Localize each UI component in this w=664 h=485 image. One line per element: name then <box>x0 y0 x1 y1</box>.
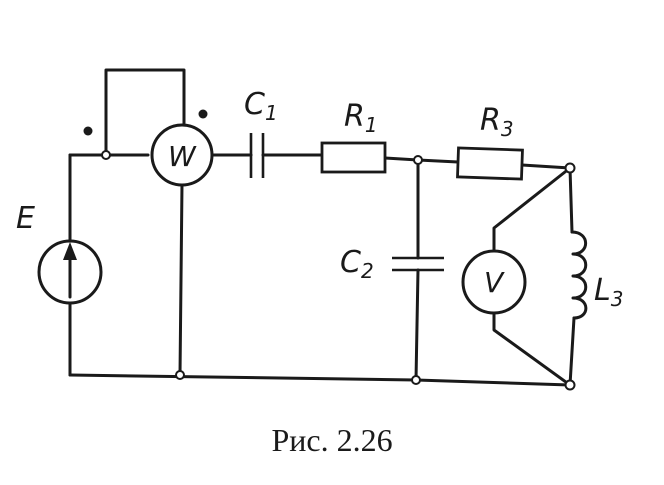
r1-label: R1 <box>344 99 378 137</box>
figure-caption: Рис. 2.26 <box>271 422 393 458</box>
voltmeter-label: V <box>484 266 505 299</box>
wattmeter: W <box>150 123 214 187</box>
c1-label-main: C <box>244 87 265 122</box>
node-right-top <box>564 162 576 174</box>
wire-l3-top <box>568 166 574 234</box>
arrow-up-icon <box>63 242 77 260</box>
node-top-left <box>101 150 111 160</box>
emf-source <box>37 239 103 305</box>
wattmeter-label: W <box>168 140 197 173</box>
wattmeter-circle <box>150 123 214 187</box>
wire-bottom <box>68 373 572 387</box>
wire-wattmeter-loop <box>104 68 186 157</box>
node-bottom-mid <box>411 375 421 385</box>
wire-c2-bottom <box>414 268 420 382</box>
wire-node-to-r3 <box>416 158 460 164</box>
c2-label: C2 <box>340 245 374 283</box>
wire-v-top <box>492 166 572 252</box>
r3-label-main: R <box>480 103 501 138</box>
inductor-l3 <box>570 230 588 320</box>
c2-label-sub: 2 <box>361 259 374 283</box>
node-bottom-w <box>175 370 185 380</box>
r1-label-sub: 1 <box>365 113 378 137</box>
node-right-bottom <box>564 379 576 391</box>
capacitor-c2 <box>392 256 444 272</box>
l3-label-main: L <box>594 273 611 308</box>
junction-nodes <box>101 150 576 391</box>
voltmeter-circle <box>461 249 527 315</box>
wire-l3-bottom <box>568 316 576 387</box>
wire-w-down <box>178 182 184 377</box>
polarity-dot-right <box>198 109 208 119</box>
wire-v-bottom <box>492 312 572 387</box>
r1-label-main: R <box>344 99 365 134</box>
emf-label: E <box>16 201 35 236</box>
polarity-dot-left <box>83 126 93 136</box>
resistor-r3 <box>456 146 524 181</box>
voltmeter: V <box>461 249 527 315</box>
r3-label: R3 <box>480 103 514 141</box>
l3-label: L3 <box>594 273 623 311</box>
wire-r3-to-right <box>520 163 572 170</box>
r3-label-sub: 3 <box>501 117 514 141</box>
c1-label-sub: 1 <box>265 101 278 125</box>
wire-r1-to-node <box>383 156 420 162</box>
c1-label: C1 <box>244 87 278 125</box>
node-mid-top <box>413 155 423 165</box>
resistor-r1 <box>320 141 387 174</box>
capacitor-c1 <box>249 133 265 178</box>
c2-label-main: C <box>340 245 361 280</box>
l3-label-sub: 3 <box>611 287 624 311</box>
